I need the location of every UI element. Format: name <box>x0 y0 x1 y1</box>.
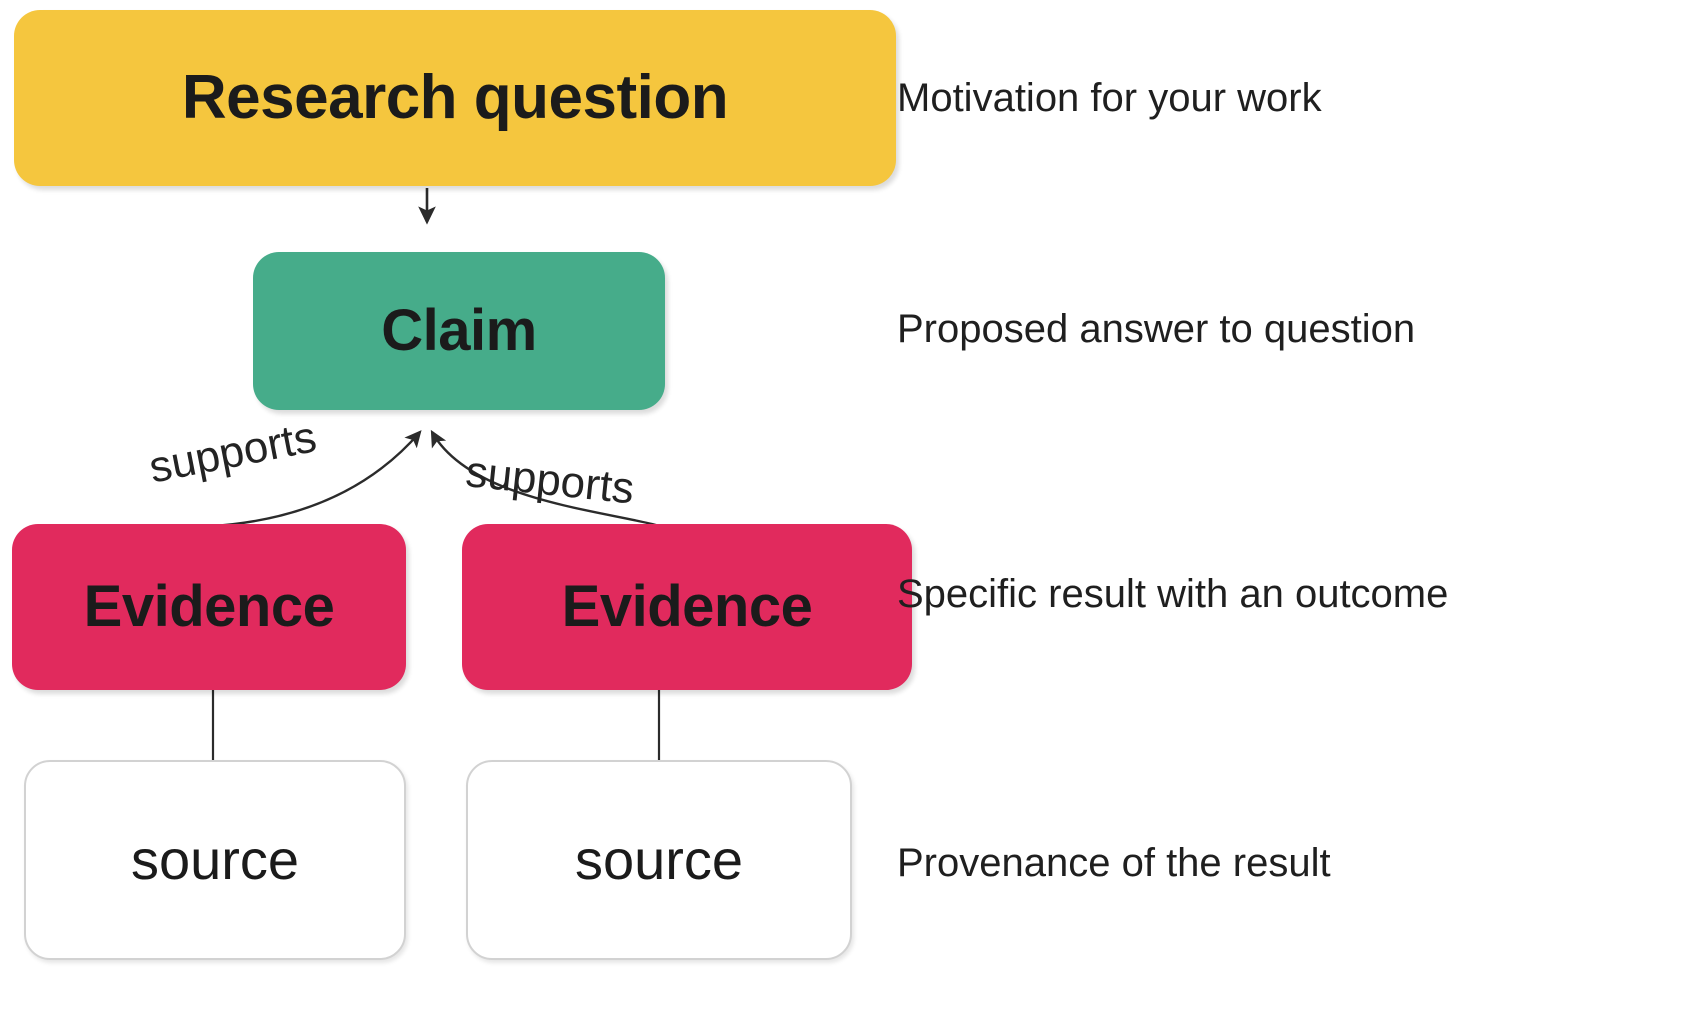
node-source-right-label: source <box>574 828 744 891</box>
node-source-left[interactable]: source <box>24 760 406 960</box>
node-claim-label: Claim <box>381 298 537 363</box>
node-source-left-label: source <box>130 828 300 891</box>
annotation-specific-result: Specific result with an outcome <box>897 572 1449 616</box>
node-source-right[interactable]: source <box>466 760 852 960</box>
node-evidence-left[interactable]: Evidence <box>12 524 406 690</box>
node-research-question-label: Research question <box>181 63 729 132</box>
edge-evidence-right-to-claim <box>430 429 661 528</box>
node-evidence-left-label: Evidence <box>83 574 335 639</box>
annotation-proposed-answer: Proposed answer to question <box>897 307 1416 351</box>
annotation-motivation: Motivation for your work <box>897 76 1322 120</box>
edge-evidence-left-to-claim <box>212 430 422 528</box>
node-evidence-right-label: Evidence <box>561 574 813 639</box>
node-claim[interactable]: Claim <box>253 252 665 410</box>
node-research-question[interactable]: Research question <box>14 10 896 186</box>
annotation-provenance: Provenance of the result <box>897 841 1331 885</box>
node-evidence-right[interactable]: Evidence <box>462 524 912 690</box>
